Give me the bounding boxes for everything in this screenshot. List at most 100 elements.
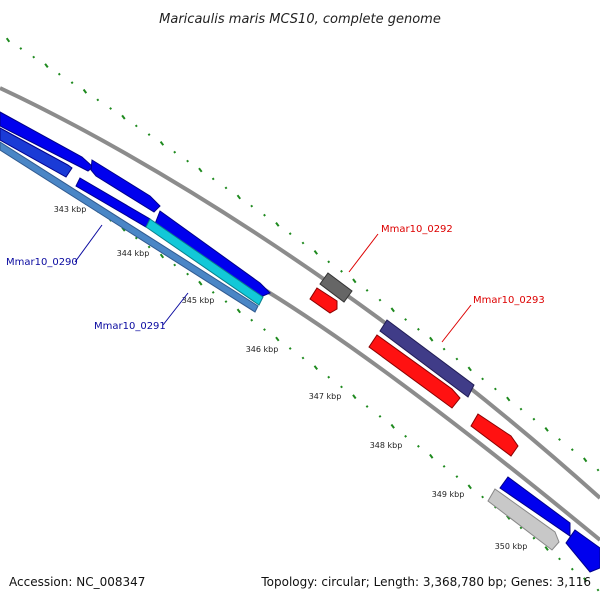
gc-skew-mark	[570, 567, 574, 571]
gc-skew-mark	[455, 475, 459, 478]
gc-skew-mark	[519, 407, 523, 411]
gc-skew-mark	[558, 557, 561, 561]
gc-skew-mark	[352, 394, 357, 400]
gc-skew-mark	[159, 141, 165, 146]
gc-skew-mark	[263, 213, 266, 217]
gc-skew-mark	[404, 434, 408, 438]
gc-skew-mark	[442, 347, 446, 351]
gene-feature-0291[interactable]	[145, 218, 264, 306]
gc-skew-mark	[532, 536, 536, 540]
gc-skew-mark	[313, 365, 319, 370]
gc-skew-mark	[70, 81, 74, 85]
gc-skew-mark	[147, 245, 151, 249]
gc-skew-mark	[288, 347, 292, 350]
gc-skew-mark	[173, 150, 177, 154]
gc-skew-mark	[198, 167, 203, 173]
gc-skew-mark	[365, 289, 369, 292]
gc-skew-mark	[109, 107, 112, 110]
leader-0292	[348, 233, 379, 273]
gc-skew-mark	[378, 415, 382, 418]
gc-skew-mark	[467, 484, 472, 490]
gc-skew-mark	[481, 377, 485, 381]
gc-skew-mark	[596, 588, 600, 592]
gc-skew-mark	[301, 356, 305, 360]
gene-feature-0295[interactable]	[499, 476, 571, 537]
gc-skew-mark	[57, 72, 61, 76]
kbp-tick-label: 345 kbp	[182, 296, 215, 305]
gc-skew-mark	[544, 546, 549, 551]
gene-feature-0289[interactable]	[90, 159, 161, 213]
gene-feature-0294[interactable]	[470, 413, 519, 457]
gc-skew-mark	[275, 336, 280, 342]
gc-skew-mark	[159, 253, 165, 259]
gc-skew-mark	[275, 222, 280, 227]
gc-skew-mark	[340, 269, 343, 273]
gc-skew-mark	[32, 55, 36, 59]
leader-0291	[162, 292, 189, 326]
kbp-tick-label: 348 kbp	[370, 441, 403, 450]
kbp-tick-label: 347 kbp	[309, 392, 342, 401]
gc-skew-mark	[570, 448, 574, 452]
gc-skew-mark	[390, 307, 395, 313]
gc-skew-mark	[493, 387, 497, 391]
gc-skew-mark	[173, 263, 177, 267]
gene-feature-0290[interactable]	[154, 210, 271, 299]
gc-skew-mark	[481, 495, 485, 499]
gc-skew-mark	[288, 232, 292, 236]
gc-skew-mark	[211, 177, 215, 181]
gc-skew-mark	[340, 385, 343, 389]
backbone-inner-line	[263, 288, 600, 542]
gc-skew-mark	[442, 465, 446, 468]
leader-0290	[74, 224, 103, 263]
gene-label-0290[interactable]: Mmar10_0290	[6, 257, 78, 268]
gene-feature-0293-rev[interactable]	[368, 334, 461, 409]
leader-0293	[441, 304, 472, 343]
gc-skew-mark	[416, 444, 420, 448]
topology-text: Topology: circular; Length: 3,368,780 bp…	[260, 575, 591, 589]
gc-skew-mark	[186, 159, 189, 163]
map-title: Maricaulis maris MCS10, complete genome	[159, 12, 441, 27]
gc-skew-mark	[250, 318, 254, 322]
kbp-tick-label: 346 kbp	[246, 345, 279, 354]
gene-feature-0296[interactable]	[565, 529, 600, 573]
gc-skew-mark	[582, 457, 588, 463]
gc-skew-mark	[429, 453, 434, 459]
gc-skew-mark	[5, 37, 11, 43]
gene-feature-0295-pseudo[interactable]	[487, 488, 560, 551]
gc-skew-mark	[327, 375, 331, 379]
gene-feature-0292[interactable]	[319, 272, 353, 303]
gc-skew-mark	[134, 236, 138, 240]
gc-skew-mark	[544, 427, 549, 432]
gene-feature-0287[interactable]	[0, 127, 73, 178]
gene-feature-strip	[0, 141, 259, 313]
gc-skew-mark	[416, 327, 420, 331]
gc-skew-mark	[365, 405, 369, 408]
backbone-outer	[0, 86, 600, 500]
gc-skew-mark	[404, 318, 408, 321]
gc-skew-mark	[236, 194, 241, 200]
gc-skew-mark	[467, 366, 472, 372]
gene-label-0291[interactable]: Mmar10_0291	[94, 321, 166, 332]
gc-skew-mark	[313, 250, 319, 255]
gc-skew-mark	[198, 280, 203, 286]
gene-label-0293[interactable]: Mmar10_0293	[473, 295, 545, 306]
gc-skew-mark	[236, 308, 241, 314]
gene-label-0292[interactable]: Mmar10_0292	[381, 224, 453, 235]
gc-skew-mark	[263, 328, 266, 331]
gc-skew-mark	[429, 336, 434, 342]
gc-skew-mark	[186, 272, 189, 276]
gc-skew-mark	[558, 438, 561, 441]
gc-skew-mark	[352, 278, 357, 284]
gc-skew-mark	[378, 298, 382, 302]
kbp-tick-label: 344 kbp	[117, 249, 150, 258]
kbp-tick-label: 350 kbp	[495, 542, 528, 551]
gene-feature-0288[interactable]	[0, 111, 94, 172]
gc-skew-mark	[134, 124, 138, 128]
gc-skew-mark	[224, 300, 228, 303]
gc-skew-mark	[327, 260, 331, 264]
gc-skew-mark	[82, 88, 88, 94]
gene-feature-0293[interactable]	[379, 319, 475, 398]
kbp-tick-label: 349 kbp	[432, 490, 465, 499]
gene-feature-0292-rev[interactable]	[309, 287, 338, 314]
